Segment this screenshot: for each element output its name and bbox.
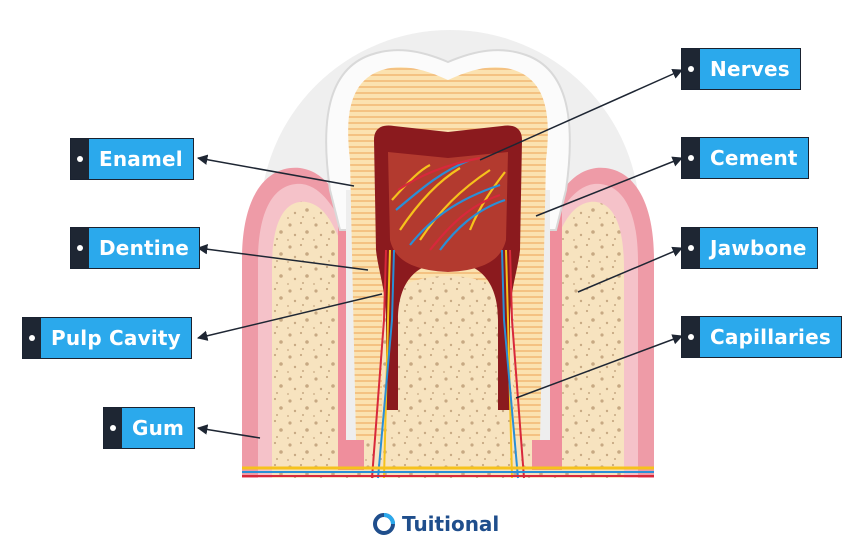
- label-jawbone-text: Jawbone: [710, 236, 807, 260]
- label-capillaries-text: Capillaries: [710, 325, 831, 349]
- pointer-lines: [196, 69, 683, 439]
- label-pulp-cavity-text: Pulp Cavity: [51, 326, 181, 350]
- tuitional-ring-icon: [373, 513, 395, 535]
- label-cap: [23, 318, 41, 358]
- label-gum: Gum: [103, 407, 196, 449]
- label-cement-text: Cement: [710, 146, 798, 170]
- label-cap: [682, 49, 700, 89]
- label-nerves-text: Nerves: [710, 57, 790, 81]
- label-dentine-text: Dentine: [99, 236, 190, 260]
- label-nerves: Nerves: [681, 48, 801, 90]
- label-cap: [71, 228, 89, 268]
- label-pulp-cavity: Pulp Cavity: [22, 317, 192, 359]
- label-capillaries: Capillaries: [681, 316, 842, 358]
- label-cap: [71, 139, 89, 179]
- label-enamel: Enamel: [70, 138, 194, 180]
- label-dentine: Dentine: [70, 227, 201, 269]
- label-gum-text: Gum: [132, 416, 185, 440]
- label-cap: [682, 138, 700, 178]
- nerves-shape: [391, 156, 506, 251]
- capillaries-shape: [371, 249, 525, 479]
- brand-name: Tuitional: [402, 512, 500, 536]
- label-cap: [682, 317, 700, 357]
- label-cap: [682, 228, 700, 268]
- label-cap: [104, 408, 122, 448]
- label-enamel-text: Enamel: [99, 147, 183, 171]
- brand-logo: Tuitional: [372, 512, 499, 536]
- label-cement: Cement: [681, 137, 809, 179]
- label-jawbone: Jawbone: [681, 227, 818, 269]
